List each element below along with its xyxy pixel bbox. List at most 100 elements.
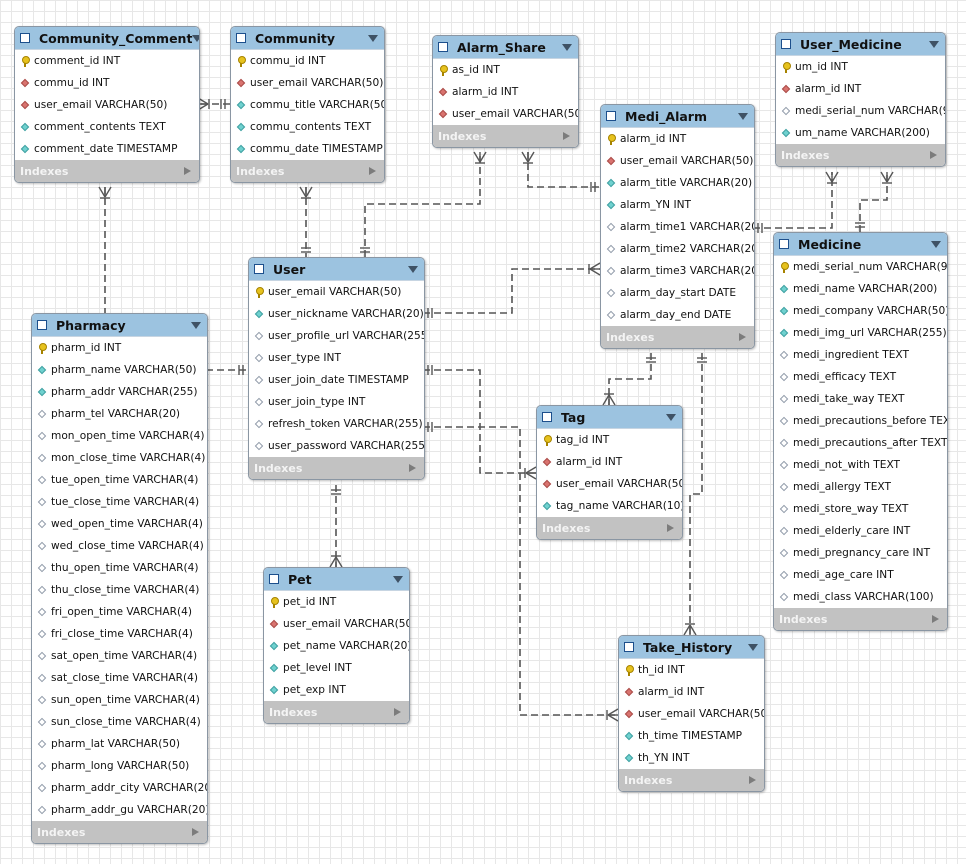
table-header[interactable]: Community_Comment xyxy=(15,27,199,50)
column-row[interactable]: alarm_time2 VARCHAR(20) xyxy=(601,238,754,260)
column-row[interactable]: alarm_id INT xyxy=(619,681,764,703)
column-row[interactable]: user_email VARCHAR(50) xyxy=(15,94,199,116)
column-row[interactable]: pharm_id INT xyxy=(32,337,207,359)
column-row[interactable]: pharm_long VARCHAR(50) xyxy=(32,755,207,777)
column-row[interactable]: wed_open_time VARCHAR(4) xyxy=(32,513,207,535)
indexes-section[interactable]: Indexes xyxy=(249,457,424,479)
column-row[interactable]: tue_open_time VARCHAR(4) xyxy=(32,469,207,491)
column-row[interactable]: medi_class VARCHAR(100) xyxy=(774,586,947,608)
column-row[interactable]: medi_not_with TEXT xyxy=(774,454,947,476)
column-row[interactable]: medi_elderly_care INT xyxy=(774,520,947,542)
column-row[interactable]: sat_open_time VARCHAR(4) xyxy=(32,645,207,667)
column-row[interactable]: pharm_addr_city VARCHAR(20) xyxy=(32,777,207,799)
expand-arrow-icon[interactable] xyxy=(394,708,401,716)
indexes-section[interactable]: Indexes xyxy=(774,608,947,630)
column-row[interactable]: um_id INT xyxy=(776,56,945,78)
column-row[interactable]: commu_contents TEXT xyxy=(231,116,384,138)
column-row[interactable]: refresh_token VARCHAR(255) xyxy=(249,413,424,435)
indexes-section[interactable]: Indexes xyxy=(776,144,945,166)
column-row[interactable]: wed_close_time VARCHAR(4) xyxy=(32,535,207,557)
column-row[interactable]: medi_serial_num VARCHAR(9) xyxy=(776,100,945,122)
expand-arrow-icon[interactable] xyxy=(667,524,674,532)
column-row[interactable]: commu_id INT xyxy=(15,72,199,94)
table-header[interactable]: Pet xyxy=(264,568,409,591)
column-row[interactable]: th_time TIMESTAMP xyxy=(619,725,764,747)
column-row[interactable]: tag_id INT xyxy=(537,429,682,451)
indexes-section[interactable]: Indexes xyxy=(433,125,578,147)
collapse-caret-icon[interactable] xyxy=(192,34,199,42)
column-row[interactable]: tag_name VARCHAR(10) xyxy=(537,495,682,517)
column-row[interactable]: mon_close_time VARCHAR(4) xyxy=(32,447,207,469)
column-row[interactable]: user_join_type INT xyxy=(249,391,424,413)
expand-arrow-icon[interactable] xyxy=(369,167,376,175)
column-row[interactable]: medi_img_url VARCHAR(255) xyxy=(774,322,947,344)
table-header[interactable]: Take_History xyxy=(619,636,764,659)
column-row[interactable]: fri_close_time VARCHAR(4) xyxy=(32,623,207,645)
collapse-caret-icon[interactable] xyxy=(408,265,418,273)
indexes-section[interactable]: Indexes xyxy=(619,769,764,791)
collapse-caret-icon[interactable] xyxy=(666,413,676,421)
table-header[interactable]: User_Medicine xyxy=(776,33,945,56)
indexes-section[interactable]: Indexes xyxy=(264,701,409,723)
indexes-section[interactable]: Indexes xyxy=(537,517,682,539)
expand-arrow-icon[interactable] xyxy=(184,167,191,175)
column-row[interactable]: alarm_time1 VARCHAR(20) xyxy=(601,216,754,238)
column-row[interactable]: mon_open_time VARCHAR(4) xyxy=(32,425,207,447)
table-header[interactable]: Alarm_Share xyxy=(433,36,578,59)
column-row[interactable]: comment_date TIMESTAMP xyxy=(15,138,199,160)
table-header[interactable]: Pharmacy xyxy=(32,314,207,337)
column-row[interactable]: pet_level INT xyxy=(264,657,409,679)
column-row[interactable]: user_email VARCHAR(50) xyxy=(264,613,409,635)
column-row[interactable]: medi_serial_num VARCHAR(9) xyxy=(774,256,947,278)
column-row[interactable]: medi_company VARCHAR(50) xyxy=(774,300,947,322)
collapse-caret-icon[interactable] xyxy=(748,643,758,651)
indexes-section[interactable]: Indexes xyxy=(15,160,199,182)
column-row[interactable]: pet_exp INT xyxy=(264,679,409,701)
column-row[interactable]: alarm_id INT xyxy=(776,78,945,100)
column-row[interactable]: medi_efficacy TEXT xyxy=(774,366,947,388)
expand-arrow-icon[interactable] xyxy=(930,151,937,159)
expand-arrow-icon[interactable] xyxy=(739,333,746,341)
column-row[interactable]: sat_close_time VARCHAR(4) xyxy=(32,667,207,689)
column-row[interactable]: alarm_YN INT xyxy=(601,194,754,216)
column-row[interactable]: pet_name VARCHAR(20) xyxy=(264,635,409,657)
collapse-caret-icon[interactable] xyxy=(191,321,201,329)
column-row[interactable]: commu_title VARCHAR(50) xyxy=(231,94,384,116)
column-row[interactable]: comment_contents TEXT xyxy=(15,116,199,138)
column-row[interactable]: alarm_day_end DATE xyxy=(601,304,754,326)
collapse-caret-icon[interactable] xyxy=(368,34,378,42)
column-row[interactable]: alarm_title VARCHAR(20) xyxy=(601,172,754,194)
column-row[interactable]: user_type INT xyxy=(249,347,424,369)
collapse-caret-icon[interactable] xyxy=(562,43,572,51)
column-row[interactable]: sun_close_time VARCHAR(4) xyxy=(32,711,207,733)
expand-arrow-icon[interactable] xyxy=(192,828,199,836)
column-row[interactable]: user_email VARCHAR(50) xyxy=(231,72,384,94)
column-row[interactable]: pharm_lat VARCHAR(50) xyxy=(32,733,207,755)
table-header[interactable]: Community xyxy=(231,27,384,50)
column-row[interactable]: pharm_addr_gu VARCHAR(20) xyxy=(32,799,207,821)
column-row[interactable]: um_name VARCHAR(200) xyxy=(776,122,945,144)
column-row[interactable]: medi_take_way TEXT xyxy=(774,388,947,410)
column-row[interactable]: as_id INT xyxy=(433,59,578,81)
table-header[interactable]: Medi_Alarm xyxy=(601,105,754,128)
column-row[interactable]: user_profile_url VARCHAR(255) xyxy=(249,325,424,347)
column-row[interactable]: medi_allergy TEXT xyxy=(774,476,947,498)
column-row[interactable]: thu_close_time VARCHAR(4) xyxy=(32,579,207,601)
collapse-caret-icon[interactable] xyxy=(738,112,748,120)
column-row[interactable]: pet_id INT xyxy=(264,591,409,613)
column-row[interactable]: user_nickname VARCHAR(20) xyxy=(249,303,424,325)
column-row[interactable]: user_password VARCHAR(255) xyxy=(249,435,424,457)
column-row[interactable]: pharm_tel VARCHAR(20) xyxy=(32,403,207,425)
expand-arrow-icon[interactable] xyxy=(749,776,756,784)
collapse-caret-icon[interactable] xyxy=(393,575,403,583)
expand-arrow-icon[interactable] xyxy=(932,615,939,623)
expand-arrow-icon[interactable] xyxy=(409,464,416,472)
